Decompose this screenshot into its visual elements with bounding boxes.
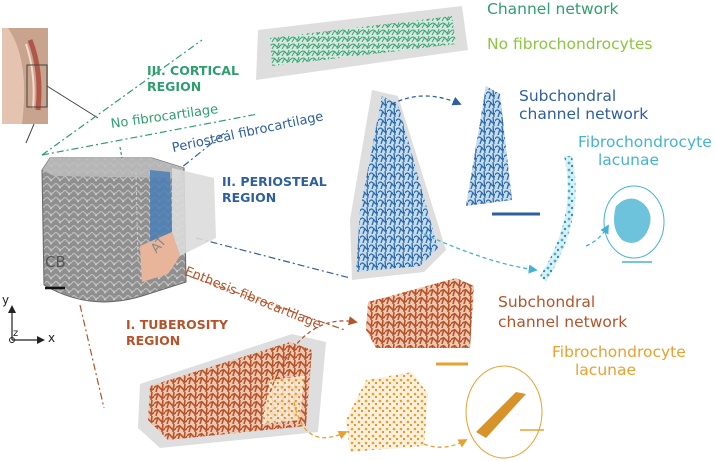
label-tuberosity-subchondral-1: Subchondral	[498, 294, 595, 312]
label-periosteal-lacunae-1: Fibrochondrocyte	[578, 134, 712, 152]
label-tuberosity-region-2: REGION	[126, 334, 180, 348]
axis-x-label: x	[48, 332, 55, 346]
label-tuberosity-region-1: I. TUBEROSITY	[126, 318, 228, 332]
zoom-line-bottom	[26, 124, 34, 143]
label-cortical-region-2: REGION	[147, 80, 201, 94]
label-periosteal-region-2: REGION	[222, 191, 276, 205]
periosteal-channel-network	[350, 90, 446, 280]
periosteal-lacunae-band	[540, 156, 576, 282]
label-tuberosity-lacunae-2: lacunae	[575, 362, 636, 380]
photo-inset	[2, 28, 48, 124]
label-cortical-region-1: III. CORTICAL	[147, 64, 239, 78]
tuberosity-lacunae-cluster	[346, 372, 428, 452]
axis-z-label: z	[13, 328, 18, 340]
tuberosity-lacuna-zoom	[466, 366, 544, 458]
attached-tendon-volume	[172, 168, 216, 256]
tuberosity-channel-network	[138, 334, 326, 448]
tuberosity-subchondral-inset	[366, 278, 474, 364]
label-cb: CB	[45, 254, 66, 271]
label-periosteal-region-1: II. PERIOSTEAL	[222, 175, 327, 189]
periosteal-fibrocartilage-zone	[150, 170, 172, 244]
cortical-channel-network	[256, 6, 468, 80]
label-no-fibrochondrocytes: No fibrochondrocytes	[487, 36, 653, 54]
periosteal-lacuna-zoom	[604, 186, 664, 262]
axis-y-label: y	[2, 294, 9, 308]
label-tuberosity-subchondral-2: channel network	[498, 314, 627, 332]
zoom-line-top	[47, 86, 98, 118]
label-periosteal-subchondral-1: Subchondral	[519, 88, 616, 106]
label-channel-network: Channel network	[487, 1, 619, 19]
label-periosteal-subchondral-2: channel network	[519, 106, 648, 124]
label-tuberosity-lacunae-1: Fibrochondrocyte	[552, 344, 686, 362]
label-periosteal-lacunae-2: lacunae	[598, 152, 659, 170]
